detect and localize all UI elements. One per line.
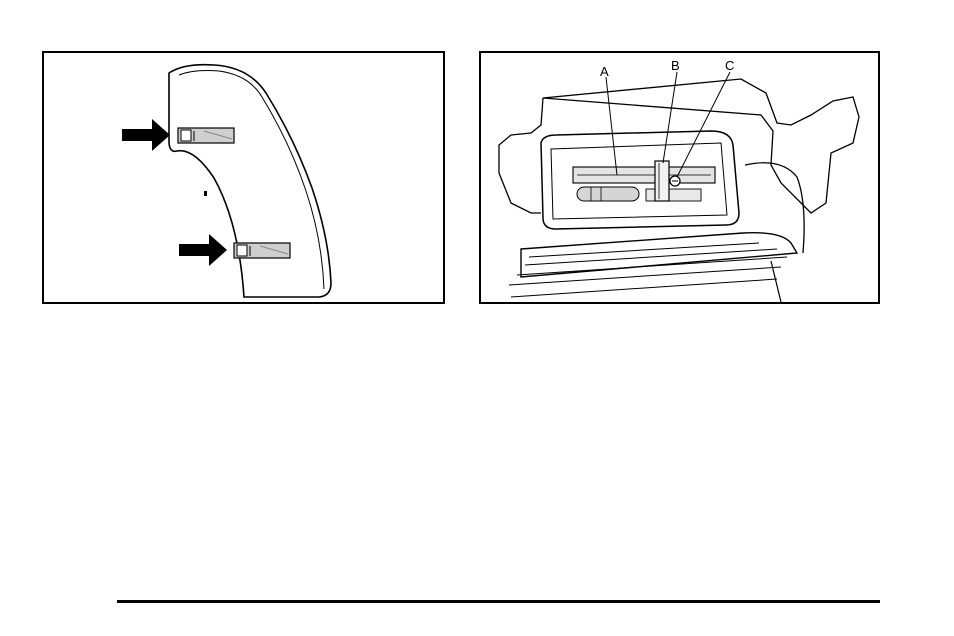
figure-console-mechanism: A B C bbox=[479, 51, 880, 304]
console-illustration bbox=[481, 53, 878, 302]
panel-outline bbox=[169, 65, 331, 297]
rail-screw bbox=[670, 176, 680, 186]
arrow-icon bbox=[179, 234, 227, 266]
footer-rule bbox=[117, 600, 880, 603]
callout-b: B bbox=[671, 59, 680, 72]
seat-panel-illustration bbox=[44, 53, 443, 302]
housing-left bbox=[499, 98, 543, 213]
lid-rib bbox=[511, 279, 777, 297]
arrow-icon bbox=[122, 119, 170, 151]
upper-latch-slot bbox=[178, 128, 234, 143]
lower-latch-slot bbox=[234, 243, 290, 258]
callout-a: A bbox=[600, 65, 609, 78]
figure-seat-panel bbox=[42, 51, 445, 304]
rail-clip bbox=[655, 161, 669, 201]
panel-mark bbox=[204, 191, 207, 196]
callout-c: C bbox=[725, 59, 734, 72]
